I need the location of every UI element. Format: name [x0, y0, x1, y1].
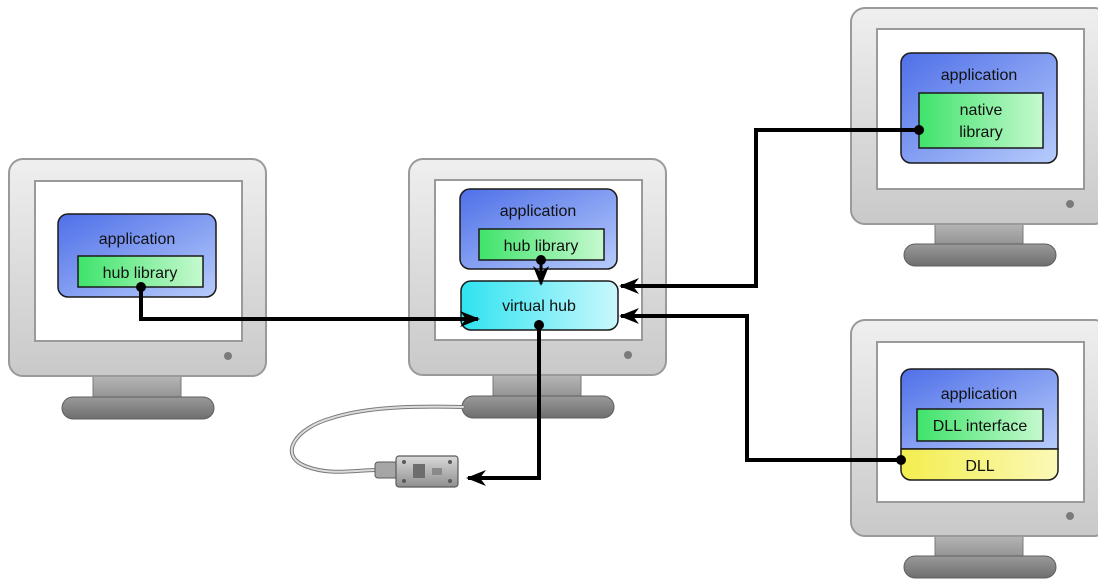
left-computer: application hub library [8, 158, 267, 420]
left-to-virtual-hub-arrow [139, 287, 480, 327]
dll-label: DLL [965, 458, 994, 475]
usb-module-icon [395, 455, 459, 488]
native-library-label-line2: library [959, 124, 1003, 141]
virtual-hub-to-device-arrow [466, 325, 541, 486]
dll-interface-label: DLL interface [933, 418, 1028, 435]
left-hub-library-label: hub library [103, 265, 178, 282]
top-right-power-led [1066, 200, 1074, 208]
left-hub-library-box [77, 255, 204, 288]
usb-device [289, 404, 465, 488]
bottom-right-power-led [1066, 512, 1074, 520]
top-right-application-label: application [941, 67, 1018, 84]
left-power-led [224, 352, 232, 360]
left-application-label: application [99, 231, 176, 248]
bottom-right-application-label: application [941, 386, 1018, 403]
connectors [136, 125, 924, 486]
top-right-computer: application native library [850, 7, 1098, 267]
dll-to-virtual-hub-arrow [619, 308, 901, 462]
native-library-label-line1: native [960, 102, 1003, 119]
center-hub-library-label: hub library [504, 238, 579, 255]
native-library-to-virtual-hub-arrow [619, 128, 919, 294]
native-library-box [918, 92, 1044, 149]
bottom-right-monitor-base [903, 555, 1057, 579]
dll-interface-box [916, 408, 1044, 442]
center-power-led [624, 351, 632, 359]
top-right-monitor-base [903, 243, 1057, 267]
left-monitor-base [61, 396, 215, 420]
dll-box [900, 448, 1059, 481]
center-application-label: application [500, 203, 577, 220]
bottom-right-computer: application DLL interface DLL [850, 319, 1098, 579]
virtual-hub-label: virtual hub [502, 298, 576, 315]
